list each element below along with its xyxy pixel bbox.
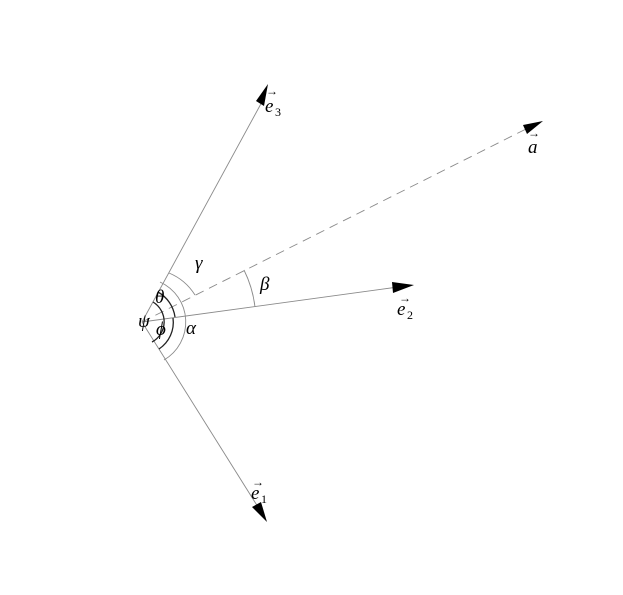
svg-text:3: 3 [275, 105, 281, 119]
svg-text:e: e [251, 483, 259, 504]
e3-label: → e 3 [265, 84, 281, 119]
a-label: → a [528, 126, 540, 158]
psi-arc [151, 301, 165, 343]
phi-arc [158, 317, 174, 350]
gamma-label: γ [195, 253, 203, 274]
e1-arrowhead [252, 502, 267, 522]
svg-text:→: → [266, 84, 278, 98]
e2-label: → e 2 [397, 291, 413, 322]
beta-label: β [259, 274, 270, 295]
e1-label: → e 1 [251, 475, 267, 506]
e3-arrowhead [256, 84, 268, 106]
phi-label: ϕ [156, 319, 166, 340]
svg-text:e: e [397, 299, 405, 320]
a-arrowhead [523, 121, 543, 134]
axis-e3-line [141, 99, 264, 323]
alpha-label: α [186, 318, 197, 339]
svg-text:1: 1 [261, 492, 267, 506]
alpha-arc [159, 281, 187, 361]
e2-arrowhead [392, 282, 414, 293]
svg-text:2: 2 [407, 308, 413, 322]
svg-text:→: → [528, 126, 540, 140]
axis-e1-line [141, 321, 259, 508]
svg-text:e: e [265, 96, 273, 117]
svg-text:→: → [399, 291, 411, 305]
svg-text:a: a [528, 137, 538, 158]
beta-arc [243, 269, 256, 308]
psi-label: ψ [138, 311, 151, 332]
theta-label: θ [155, 287, 164, 308]
theta-arc [157, 291, 176, 318]
gamma-arc [168, 272, 196, 296]
vector-a-dashed-line [141, 127, 529, 323]
axis-e2-line [141, 286, 399, 323]
svg-text:→: → [252, 475, 264, 489]
